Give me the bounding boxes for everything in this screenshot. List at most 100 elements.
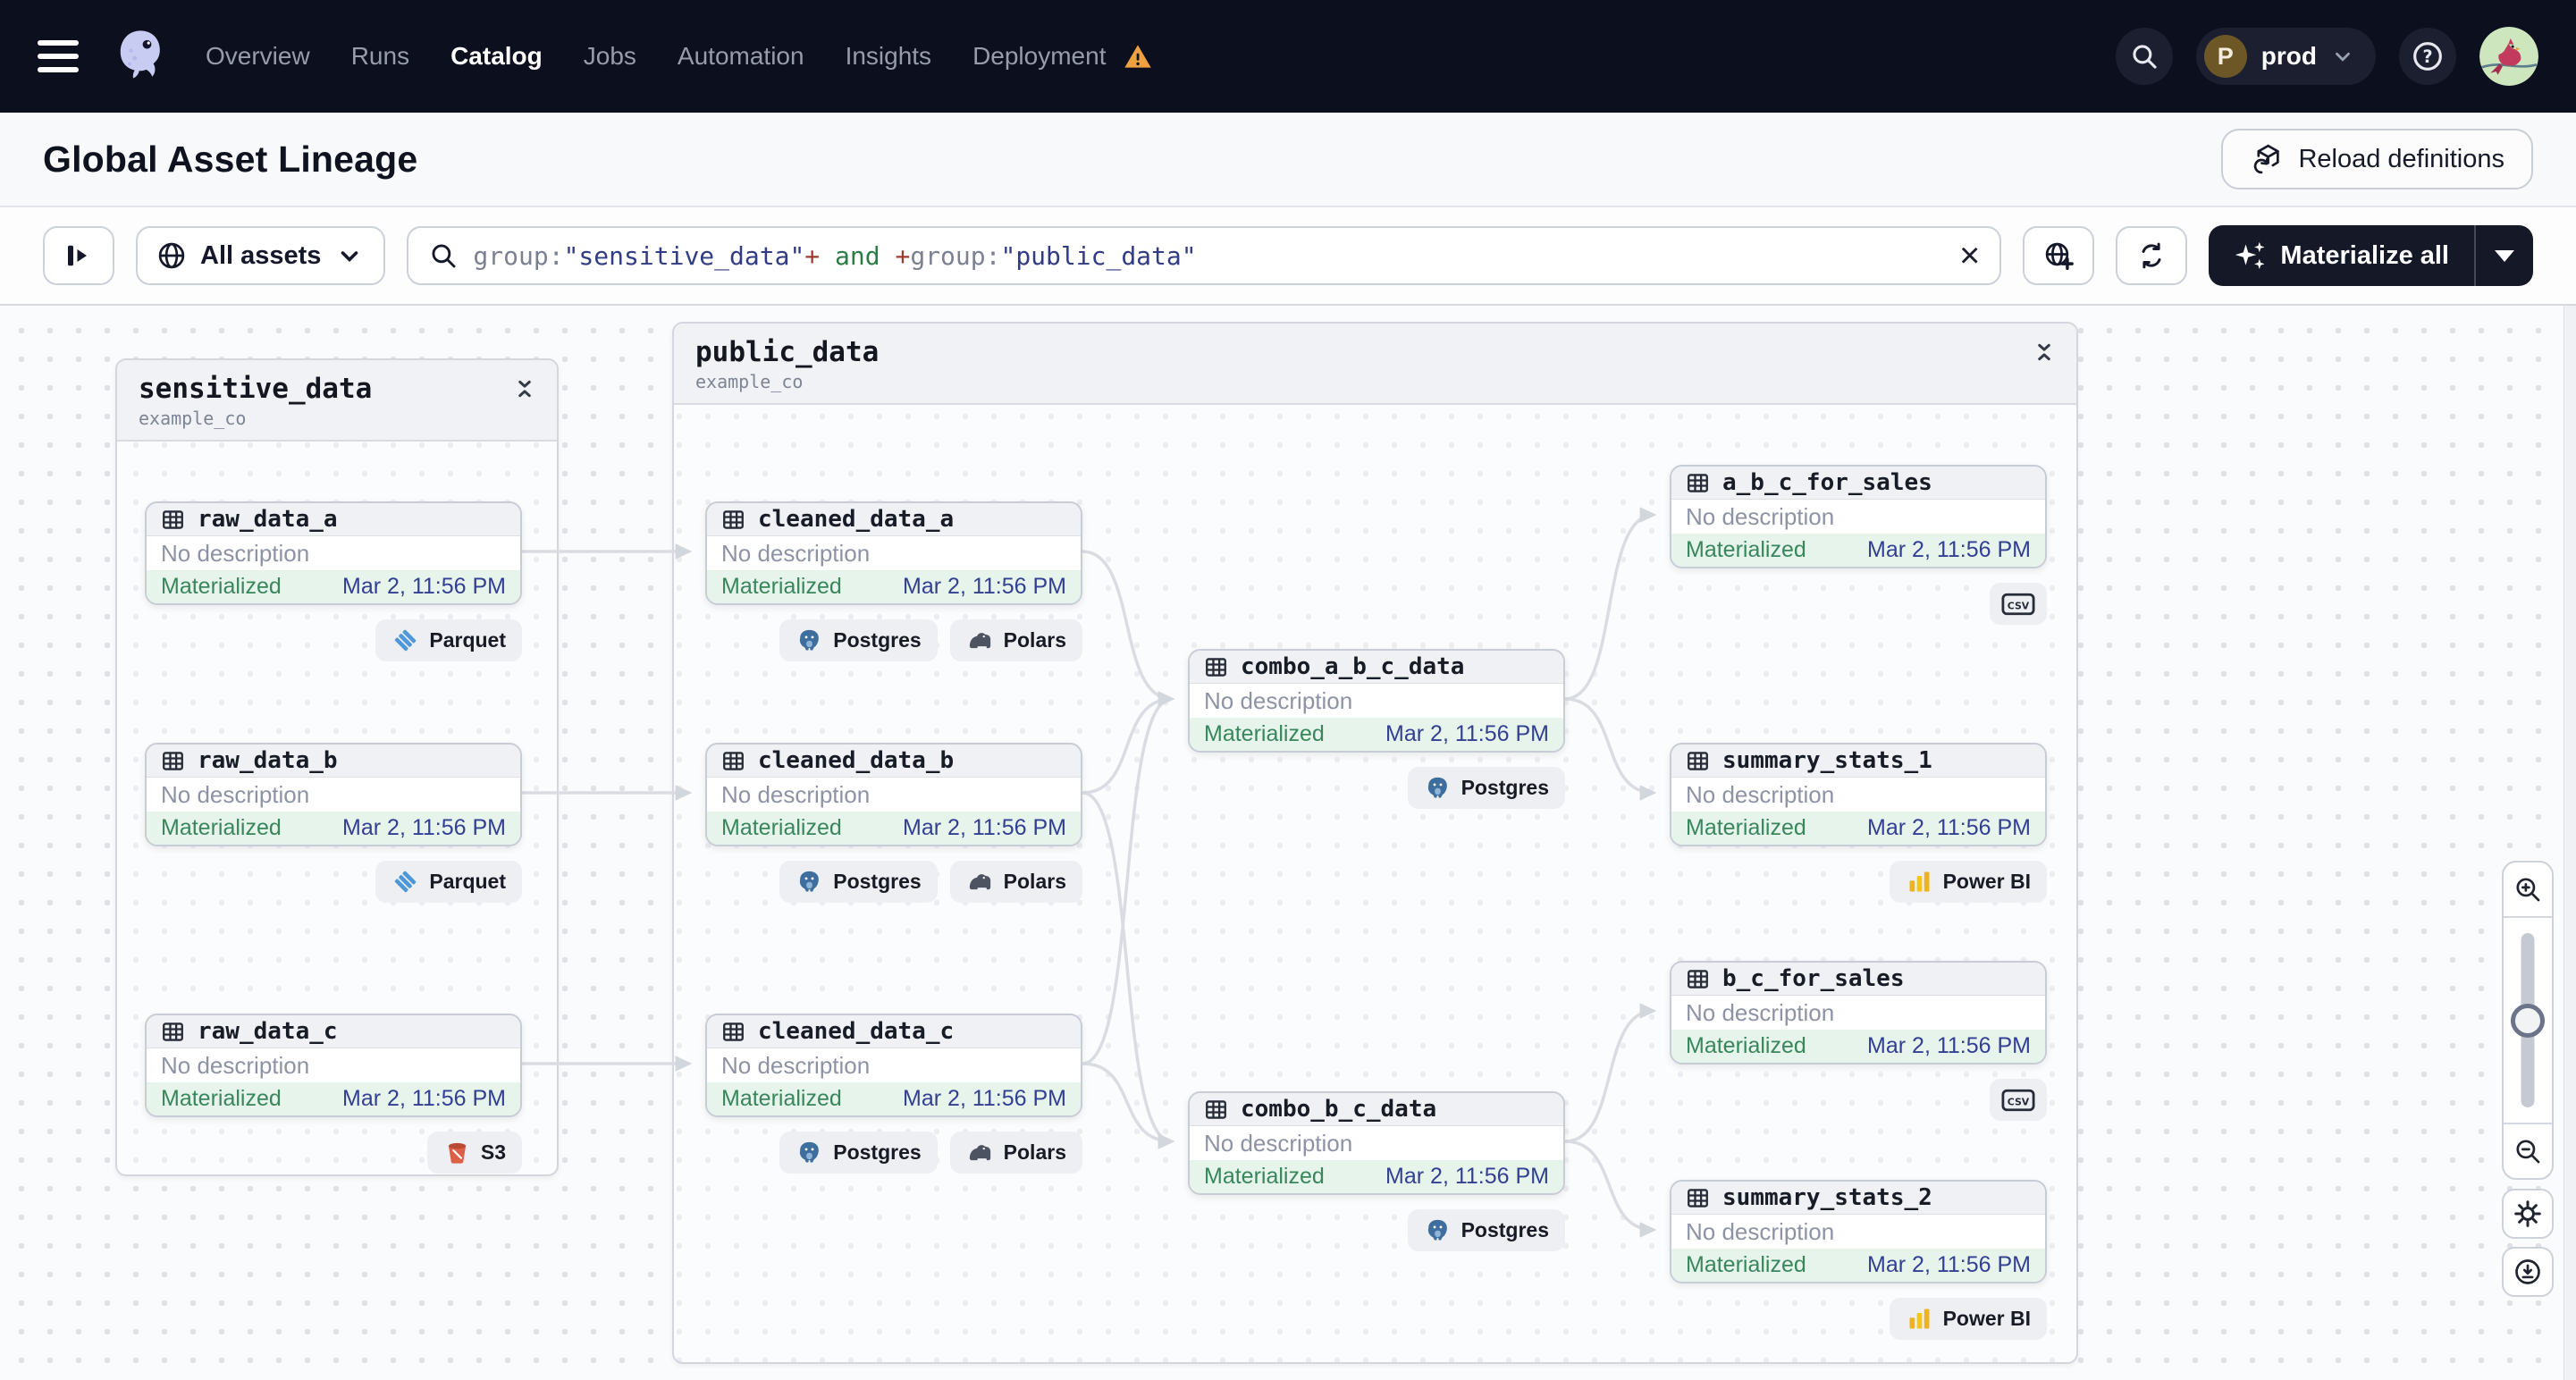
asset-header: summary_stats_2 <box>1671 1182 2045 1215</box>
kind-tag-polars[interactable]: Polars <box>949 619 1082 661</box>
status-timestamp: Mar 2, 11:56 PM <box>1385 721 1549 746</box>
kind-tag-postgres[interactable]: Postgres <box>779 619 938 661</box>
asset-header: b_c_for_sales <box>1671 963 2045 996</box>
polars-icon <box>966 1139 994 1166</box>
collapse-group-icon[interactable] <box>512 376 537 401</box>
status-label: Materialized <box>1204 1164 1325 1189</box>
asset-kind-tags: Power BI <box>1670 861 2047 903</box>
kind-tag-s3[interactable]: S3 <box>426 1132 522 1174</box>
reload-definitions-button[interactable]: Reload definitions <box>2221 129 2533 189</box>
powerbi-icon <box>1906 1305 1933 1333</box>
nav-item-insights[interactable]: Insights <box>845 42 932 70</box>
polars-icon <box>966 868 994 896</box>
asset-description: No description <box>161 539 310 567</box>
asset-search-input[interactable]: group:"sensitive_data"+ and +group:"publ… <box>407 226 2002 285</box>
kind-tag-polars[interactable]: Polars <box>949 1132 1082 1174</box>
nav-item-catalog[interactable]: Catalog <box>450 42 543 70</box>
asset-title: cleaned_data_b <box>758 747 955 774</box>
global-search-button[interactable] <box>2115 28 2173 85</box>
asset-kind-tags: Power BI <box>1670 1298 2047 1340</box>
canvas-scrollbar[interactable] <box>2563 306 2576 1380</box>
kind-tag-csv[interactable]: CSV <box>1990 1079 2047 1121</box>
zoom-out-button[interactable] <box>2504 1124 2552 1178</box>
kind-tag-powerbi[interactable]: Power BI <box>1889 861 2047 903</box>
nav-item-automation[interactable]: Automation <box>677 42 804 70</box>
table-icon <box>1685 1185 1711 1211</box>
user-avatar[interactable] <box>2479 27 2538 86</box>
asset-scope-dropdown[interactable]: All assets <box>136 226 386 285</box>
page-title: Global Asset Lineage <box>43 138 418 180</box>
panel-expand-icon <box>63 240 95 272</box>
kind-tag-parquet[interactable]: Parquet <box>375 861 522 903</box>
group-subtitle: example_co <box>139 408 247 429</box>
hamburger-menu-icon[interactable] <box>38 40 79 72</box>
globe-icon <box>156 240 188 272</box>
materialize-options-button[interactable] <box>2474 225 2533 286</box>
nav-item-jobs[interactable]: Jobs <box>583 42 636 70</box>
nav-item-deployment[interactable]: Deployment <box>972 42 1107 70</box>
group-subtitle: example_co <box>695 371 804 392</box>
materialize-all-button[interactable]: Materialize all <box>2209 225 2474 286</box>
clear-search-icon[interactable]: × <box>1959 236 1981 275</box>
search-query: group:"sensitive_data"+ and +group:"publ… <box>473 241 1196 271</box>
kind-tag-postgres[interactable]: Postgres <box>1407 1209 1565 1251</box>
download-image-button[interactable] <box>2502 1247 2554 1297</box>
table-icon <box>1685 470 1711 496</box>
open-side-panel-button[interactable] <box>43 226 114 285</box>
asset-header: a_b_c_for_sales <box>1671 467 2045 500</box>
environment-badge: P <box>2203 35 2247 78</box>
kind-tag-polars[interactable]: Polars <box>949 861 1082 903</box>
refresh-graph-button[interactable] <box>2116 226 2188 285</box>
environment-switcher[interactable]: P prod <box>2195 28 2376 85</box>
zoom-slider[interactable] <box>2504 916 2552 1124</box>
kind-tag-csv[interactable]: CSV <box>1990 583 2047 625</box>
zoom-slider-thumb[interactable] <box>2511 1004 2545 1038</box>
group-title: public_data <box>695 336 880 368</box>
nav-item-runs[interactable]: Runs <box>350 42 410 70</box>
search-icon <box>428 240 459 271</box>
nav-item-overview[interactable]: Overview <box>206 42 310 70</box>
dagster-logo-icon[interactable] <box>109 26 170 87</box>
kind-tag-label: Power BI <box>1942 870 2031 893</box>
kind-tag-postgres[interactable]: Postgres <box>779 1132 938 1174</box>
help-button[interactable]: ? <box>2399 28 2456 85</box>
asset-title: a_b_c_for_sales <box>1722 469 1932 496</box>
status-label: Materialized <box>1686 537 1806 562</box>
kind-tag-parquet[interactable]: Parquet <box>375 619 522 661</box>
kind-tag-postgres[interactable]: Postgres <box>779 861 938 903</box>
zoom-out-icon <box>2513 1136 2543 1166</box>
collapse-group-icon[interactable] <box>2032 340 2057 365</box>
zoom-in-button[interactable] <box>2504 862 2552 916</box>
graph-settings-button[interactable] <box>2502 1189 2554 1239</box>
kind-tag-powerbi[interactable]: Power BI <box>1889 1298 2047 1340</box>
new-selection-syntax-button[interactable] <box>2023 226 2095 285</box>
asset-title: raw_data_b <box>198 747 338 774</box>
kind-tag-postgres[interactable]: Postgres <box>1407 767 1565 809</box>
zoom-in-icon <box>2513 874 2543 905</box>
